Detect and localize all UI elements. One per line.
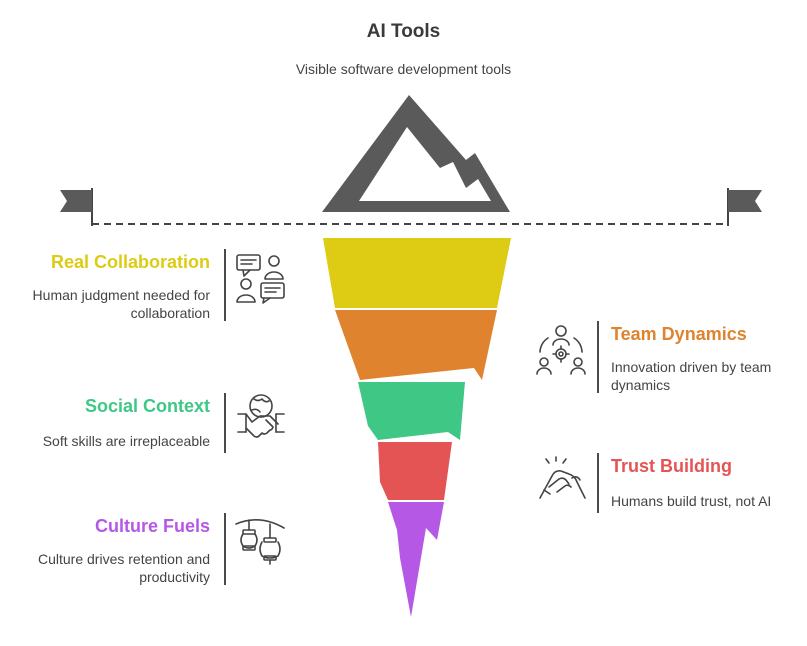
desc-team-dynamics: Innovation driven by team dynamics xyxy=(611,359,772,393)
globe-handshake-icon xyxy=(237,394,285,438)
layer-real-collaboration xyxy=(323,238,511,308)
desc-trust-building: Humans build trust, not AI xyxy=(611,493,772,509)
divider-team-dynamics xyxy=(597,321,599,393)
layer-team-dynamics xyxy=(335,310,497,380)
team-gear-icon xyxy=(536,325,586,375)
desc-culture-fuels: Culture drives retention and productivit… xyxy=(38,551,210,585)
diagram-subtitle: Visible software development tools xyxy=(295,61,512,77)
lanterns-icon xyxy=(235,519,285,565)
layer-social-context xyxy=(358,382,465,440)
chat-people-icon xyxy=(236,254,285,304)
right-flag-icon xyxy=(727,188,762,226)
divider-social-context xyxy=(224,393,226,453)
diagram-title: AI Tools xyxy=(366,21,441,42)
mountain-peak-icon xyxy=(322,95,510,212)
divider-trust-building xyxy=(597,453,599,513)
desc-real-collaboration: Human judgment needed for collaboration xyxy=(32,287,210,321)
heading-real-collaboration: Real Collaboration xyxy=(50,252,210,272)
layer-trust-building xyxy=(378,442,452,500)
heading-team-dynamics: Team Dynamics xyxy=(611,324,747,344)
left-flag-icon xyxy=(60,188,93,226)
heading-trust-building: Trust Building xyxy=(611,456,732,476)
clasped-hands-icon xyxy=(539,456,586,499)
heading-culture-fuels: Culture Fuels xyxy=(94,516,210,536)
divider-real-collaboration xyxy=(224,249,226,321)
layer-culture-fuels xyxy=(388,502,444,617)
heading-social-context: Social Context xyxy=(84,396,210,416)
desc-social-context: Soft skills are irreplaceable xyxy=(42,433,210,449)
divider-culture-fuels xyxy=(224,513,226,585)
